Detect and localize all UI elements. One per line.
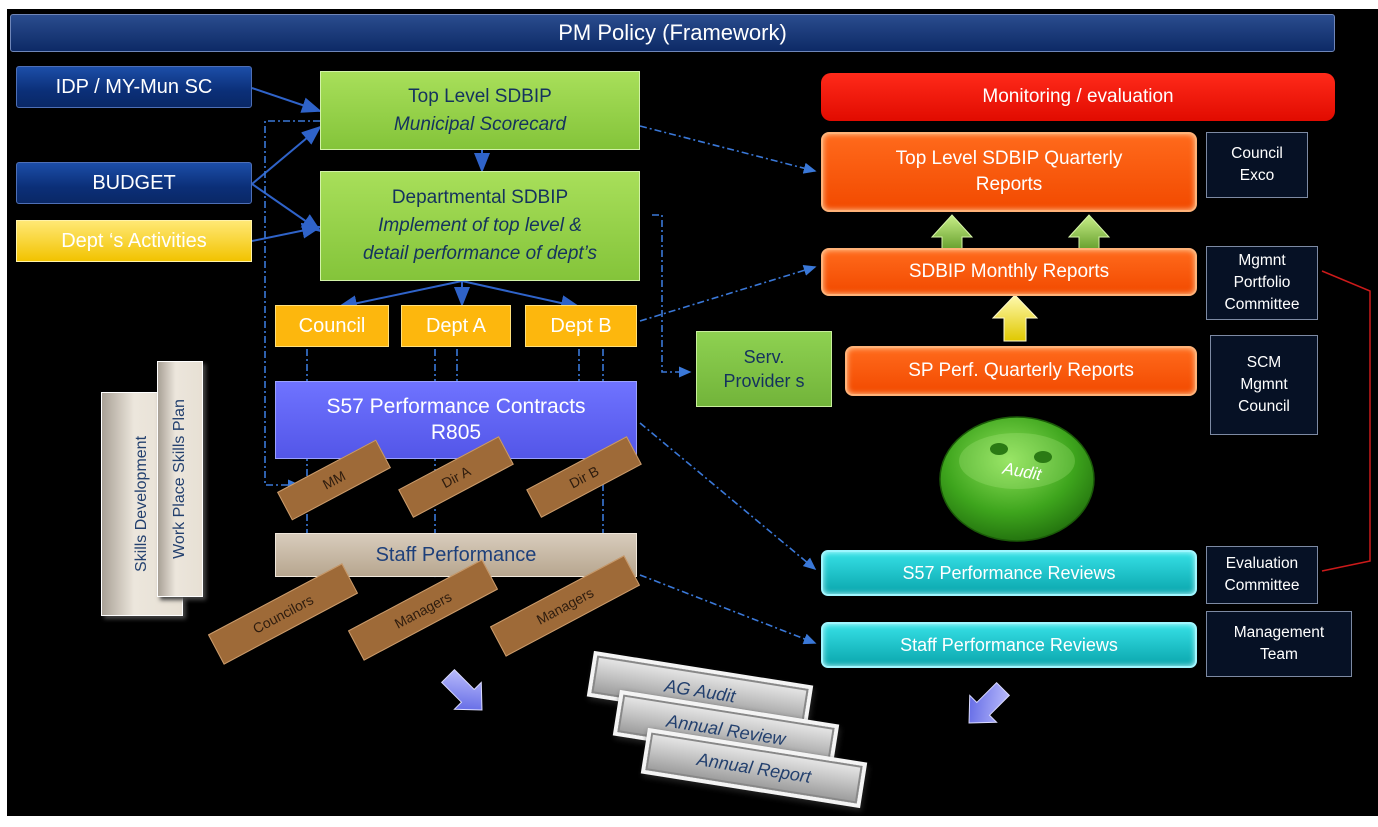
down-left-arrow-icon xyxy=(968,681,1011,724)
note-management-team: Management Team xyxy=(1206,611,1352,677)
annual-report-label: Annual Report xyxy=(695,748,813,787)
dept-b-box: Dept B xyxy=(525,305,637,347)
down-right-arrow-icon xyxy=(440,668,483,711)
up-arrow-icon xyxy=(1067,214,1111,253)
framework-title-text: PM Policy (Framework) xyxy=(558,20,787,45)
council-box: Council xyxy=(275,305,389,347)
note-exco: Exco xyxy=(1239,167,1275,184)
staff-performance-label: Staff Performance xyxy=(375,543,537,566)
quarterly-reports-line2: Reports xyxy=(975,174,1043,195)
note-scm: SCM Mgmnt Council xyxy=(1210,335,1318,435)
note-evaluation-committee: Evaluation Committee xyxy=(1206,546,1318,604)
connector-layer xyxy=(251,87,1371,724)
solid-connectors xyxy=(251,87,581,312)
note-committee: Committee xyxy=(1224,296,1300,313)
monthly-reports-label: SDBIP Monthly Reports xyxy=(908,261,1110,282)
departmental-sdbip-line1: Implement of top level & xyxy=(378,215,582,236)
up-arrow-icon xyxy=(991,294,1039,342)
note-evaluation-committee-line: Committee xyxy=(1224,577,1300,594)
audit-button-icon xyxy=(939,416,1095,542)
service-providers-box: Serv. Provider s xyxy=(696,331,832,407)
dept-a-label: Dept A xyxy=(425,314,487,337)
dept-activities-label: Dept ‘s Activities xyxy=(61,229,207,252)
monitoring-evaluation-label: Monitoring / evaluation xyxy=(982,86,1174,107)
diagram-canvas: PM Policy (Framework) IDP / MY-Mun SC BU… xyxy=(7,9,1378,816)
s57-contracts-box: S57 Performance Contracts R805 xyxy=(275,381,637,459)
idp-label: IDP / MY-Mun SC xyxy=(55,75,213,98)
council-label: Council xyxy=(298,314,366,337)
top-level-sdbip-title: Top Level SDBIP xyxy=(408,85,552,107)
s57-contracts-title: S57 Performance Contracts xyxy=(326,395,586,418)
sp-quarterly-reports-box: SP Perf. Quarterly Reports xyxy=(845,346,1197,396)
framework-title: PM Policy (Framework) xyxy=(10,14,1335,52)
dept-a-box: Dept A xyxy=(401,305,511,347)
contract-tag-dir-a-label: Dir A xyxy=(438,462,474,492)
note-scm-line: SCM xyxy=(1246,354,1282,371)
s57-reviews-label: S57 Performance Reviews xyxy=(902,562,1116,583)
note-council-exco: Council Exco xyxy=(1206,132,1308,198)
note-portfolio: Portfolio xyxy=(1233,274,1291,291)
s57-reviews-box: S57 Performance Reviews xyxy=(821,550,1197,596)
top-level-sdbip-box: Top Level SDBIP Municipal Scorecard xyxy=(320,71,640,150)
s57-contracts-code: R805 xyxy=(430,421,482,444)
up-arrow-icon xyxy=(930,214,974,253)
note-mgmnt-portfolio: Mgmnt Portfolio Committee xyxy=(1206,246,1318,320)
note-scm-council: Council xyxy=(1238,398,1290,415)
note-management: Management xyxy=(1233,624,1325,641)
note-team: Team xyxy=(1260,646,1298,663)
note-scm-mgmnt: Mgmnt xyxy=(1240,376,1288,393)
dept-b-label: Dept B xyxy=(550,314,612,337)
sp-quarterly-reports-label: SP Perf. Quarterly Reports xyxy=(908,360,1134,381)
idp-box: IDP / MY-Mun SC xyxy=(16,66,252,108)
audit-label-text: Audit xyxy=(1001,458,1043,485)
contract-tag-mm-label: MM xyxy=(319,467,349,493)
budget-box: BUDGET xyxy=(16,162,252,204)
note-mgmnt: Mgmnt xyxy=(1238,252,1286,269)
staff-reviews-label: Staff Performance Reviews xyxy=(900,634,1118,655)
staff-reviews-box: Staff Performance Reviews xyxy=(821,622,1197,668)
note-evaluation: Evaluation xyxy=(1225,555,1299,572)
municipal-scorecard-label: Municipal Scorecard xyxy=(393,113,567,135)
departmental-sdbip-line2: detail performance of dept’s xyxy=(362,243,598,264)
service-providers-line1: Serv. xyxy=(743,347,785,367)
quarterly-reports-line1: Top Level SDBIP Quarterly xyxy=(895,148,1123,169)
note-council: Council xyxy=(1231,145,1283,162)
contract-tag-dir-b-label: Dir B xyxy=(566,462,602,492)
budget-label: BUDGET xyxy=(92,171,176,194)
skills-development-label: Skills Development xyxy=(133,435,150,573)
work-place-skills-plan-card: Work Place Skills Plan xyxy=(157,361,203,597)
bracket-line xyxy=(1321,270,1371,572)
monthly-reports-box: SDBIP Monthly Reports xyxy=(821,248,1197,296)
dept-activities-box: Dept ‘s Activities xyxy=(16,220,252,262)
service-providers-line2: Provider s xyxy=(723,371,805,391)
monitoring-evaluation-header: Monitoring / evaluation xyxy=(821,73,1335,121)
work-place-skills-plan-label: Work Place Skills Plan xyxy=(171,399,188,559)
departmental-sdbip-title: Departmental SDBIP xyxy=(391,187,569,208)
quarterly-reports-box: Top Level SDBIP Quarterly Reports xyxy=(821,132,1197,212)
departmental-sdbip-box: Departmental SDBIP Implement of top leve… xyxy=(320,171,640,281)
